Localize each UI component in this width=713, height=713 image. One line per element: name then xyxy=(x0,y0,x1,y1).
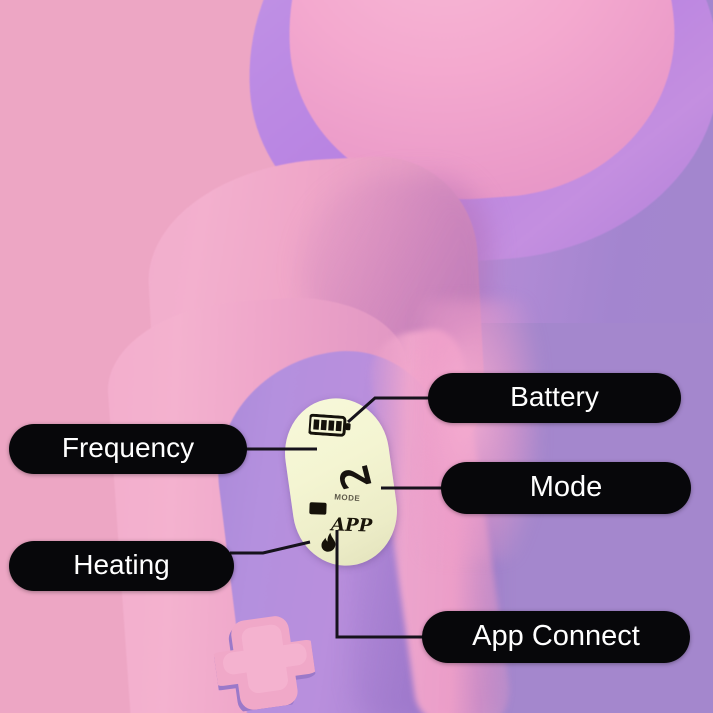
mode-digit-value: 2 xyxy=(331,460,382,494)
callout-battery[interactable]: Battery xyxy=(428,373,681,423)
callout-app-connect-label: App Connect xyxy=(472,619,640,652)
callout-battery-label: Battery xyxy=(510,381,599,412)
frequency-block-icon xyxy=(309,502,327,515)
callout-heating-label: Heating xyxy=(73,549,170,580)
callout-app-connect[interactable]: App Connect xyxy=(422,611,690,663)
battery-icon xyxy=(307,413,351,438)
callout-frequency-label: Frequency xyxy=(61,432,195,463)
handle-highlight-streak-2 xyxy=(420,300,540,560)
mode-text-label: MODE xyxy=(333,492,361,504)
callout-frequency[interactable]: Frequency xyxy=(9,424,247,474)
callout-mode-label: Mode xyxy=(529,470,603,503)
callout-heating[interactable]: Heating xyxy=(9,541,234,591)
callout-mode[interactable]: Mode xyxy=(441,462,691,514)
cross-button[interactable] xyxy=(205,606,322,713)
flame-icon xyxy=(320,532,338,555)
lcd-display: 2 MODE APP xyxy=(277,391,405,573)
